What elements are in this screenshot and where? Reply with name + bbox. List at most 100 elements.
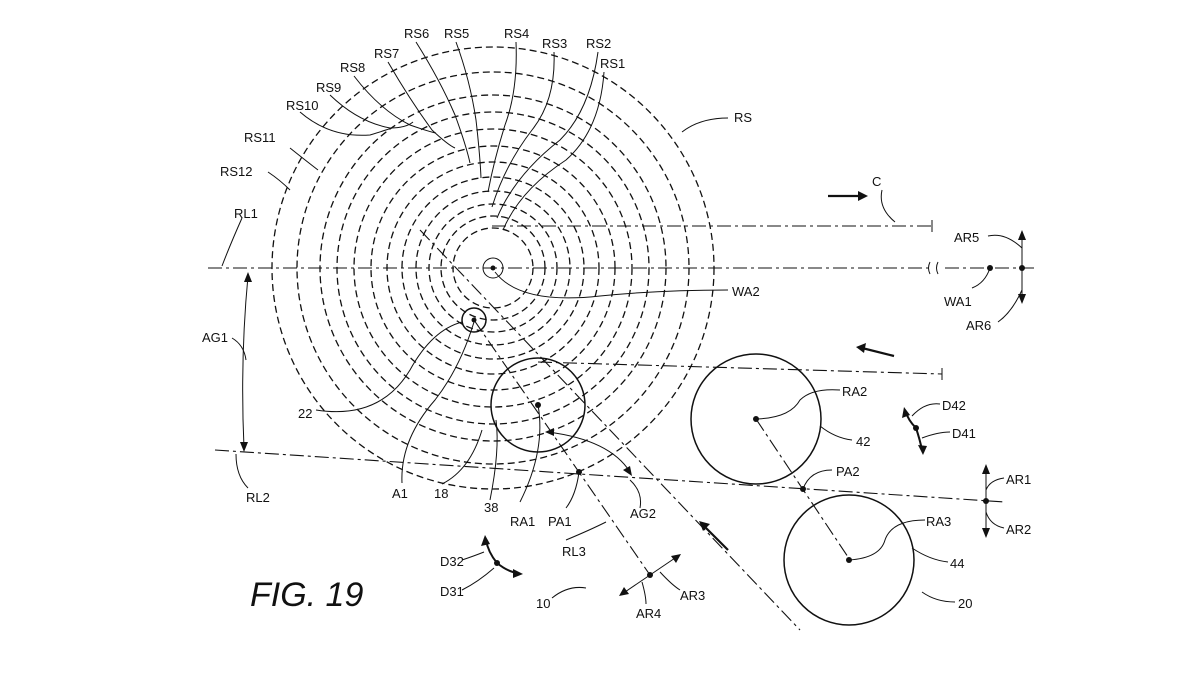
label-pa2: PA2 [836,464,860,479]
break-mark [928,261,939,275]
leader-rs10 [299,111,393,136]
leader-rl1 [221,217,243,267]
label-10: 10 [536,596,550,611]
roller-38 [490,357,586,453]
arrow-ag1-top [244,272,252,282]
arrow-right-c-head [858,191,868,201]
line-rl2 [214,449,1006,503]
label-rs10: RS10 [286,98,319,113]
arrow-ag1-bottom [240,442,248,452]
arrow-left-top-head [856,343,866,353]
label-wa1: WA1 [944,294,972,309]
leader-wa2 [494,271,729,299]
label-c: C [872,174,881,189]
label-rs4: RS4 [504,26,529,41]
label-rs2: RS2 [586,36,611,51]
label-18: 18 [434,486,448,501]
label-rs12: RS12 [220,164,253,179]
leader-rs9 [329,94,414,129]
arrow-d32-head [481,535,490,546]
label-20: 20 [958,596,972,611]
figure-label: FIG. 19 [250,576,363,614]
arrow-up-left [703,525,729,551]
arrow-d41-head [918,445,927,455]
leader-38 [489,419,498,501]
small-circle-22 [461,307,487,333]
label-d42: D42 [942,398,966,413]
arrow-ar3-ar4 [621,555,679,595]
leader-42 [819,425,853,441]
arrow-ag2-start [545,428,554,436]
label-ar3: AR3 [680,588,705,603]
leader-rs8 [353,75,437,134]
arrow-ar4-head [619,587,629,596]
label-rs7: RS7 [374,46,399,61]
leader-rl2 [235,453,249,489]
leader-ra1 [519,404,541,503]
arrow-ag2 [547,431,631,473]
label-rs6: RS6 [404,26,429,41]
leader-rs1 [502,71,605,231]
label-pa1: PA1 [548,514,572,529]
arrow-d42-head [902,407,910,418]
label-wa2: WA2 [732,284,760,299]
arrow-ar3-head [671,554,681,563]
leader-ag1 [231,337,247,361]
label-ag2: AG2 [630,506,656,521]
label-22: 22 [298,406,312,421]
dot-a1 [471,317,477,323]
arrows [240,191,1026,596]
leader-rs [681,117,729,133]
arrow-ar5-head [1018,230,1026,240]
label-ar1: AR1 [1006,472,1031,487]
leader-ar2 [985,511,1005,529]
leader-ar3 [659,571,681,591]
leader-rs7 [387,61,456,149]
arrow-up-left-head [699,521,710,531]
leader-rs6 [415,41,471,164]
leader-ar1 [985,477,1005,491]
arrow-ar2-head [982,528,990,538]
leader-18 [441,429,483,485]
leader-rs11 [289,147,319,171]
leader-d42 [911,403,941,417]
leader-ar4 [641,581,647,605]
leader-pa2 [802,469,833,490]
arrow-ar1-head [982,464,990,474]
line-rl3 [473,319,651,576]
leader-d41 [921,431,951,439]
label-rs9: RS9 [316,80,341,95]
label-rs: RS [734,110,752,125]
label-rl1: RL1 [234,206,258,221]
label-rs11: RS11 [244,130,276,145]
leader-d32 [461,551,485,561]
leader-rs4 [487,41,517,193]
label-d41: D41 [952,426,976,441]
leader-wa1 [971,267,991,289]
leader-c [880,189,896,223]
roller-42 [690,353,822,485]
label-ar6: AR6 [966,318,991,333]
arrow-left-top [861,346,895,358]
leader-22 [315,321,463,413]
label-ra2: RA2 [842,384,867,399]
leader-ar6 [997,289,1023,323]
leader-rs5 [455,41,482,179]
label-ar5: AR5 [954,230,979,245]
leader-rl3 [565,521,607,541]
label-42: 42 [856,434,870,449]
label-ra3: RA3 [926,514,951,529]
leader-10 [551,587,587,599]
leader-rs12 [267,171,291,191]
label-ar4: AR4 [636,606,661,621]
reference-lines [208,220,1035,631]
leader-20 [921,591,956,603]
line-diagonal-long [419,229,801,631]
label-rs5: RS5 [444,26,469,41]
leader-ag2 [629,479,641,509]
label-rl2: RL2 [246,490,270,505]
label-d31: D31 [440,584,464,599]
label-d32: D32 [440,554,464,569]
arrow-ar6-head [1018,294,1026,304]
